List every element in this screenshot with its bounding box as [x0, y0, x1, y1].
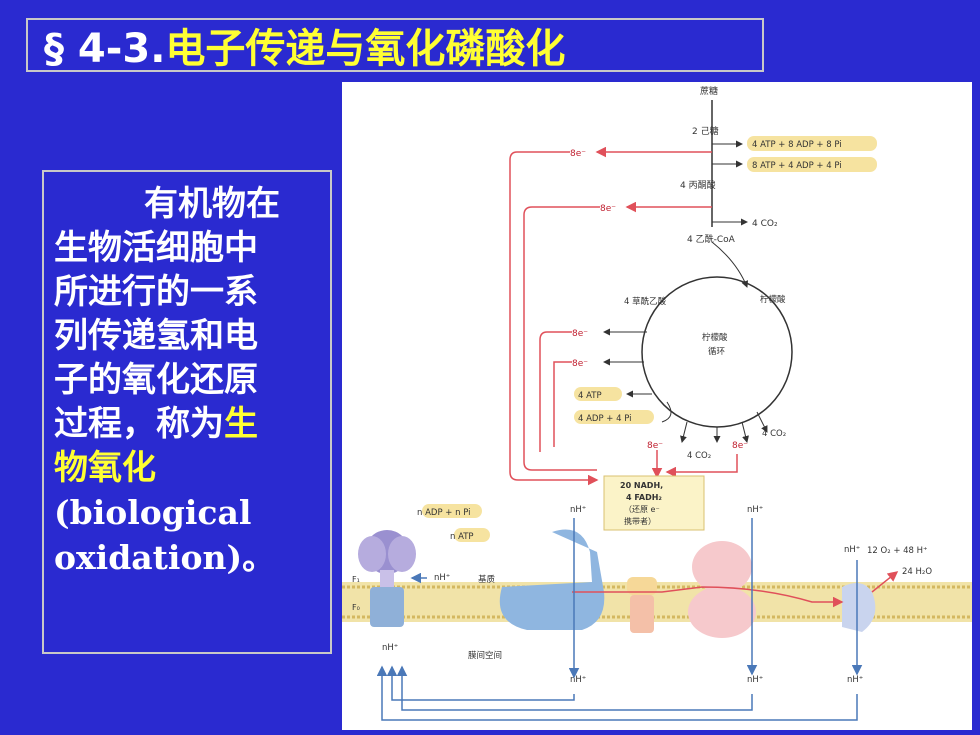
- nh-label-7: nH⁺: [747, 675, 763, 685]
- nadh-box: [603, 475, 705, 531]
- co2-label-3: 4 CO₂: [762, 429, 786, 439]
- e-label-3: 8e⁻: [572, 329, 588, 339]
- nadp-label: n ADP + n Pi: [417, 508, 471, 518]
- citrate-label: 柠檬酸: [760, 294, 786, 305]
- e-label-6: 8e⁻: [732, 441, 748, 451]
- cycle-label-2: 循环: [708, 346, 726, 357]
- o2-label: 12 O₂ + 48 H⁺: [867, 546, 928, 556]
- line-7: 物氧化: [54, 448, 156, 488]
- natp-label: n ATP: [450, 532, 474, 542]
- nh-label-5: nH⁺: [382, 643, 398, 653]
- co2-label: 4 CO₂: [752, 219, 778, 229]
- line-1: 有机物在: [144, 184, 280, 224]
- intermembrane-label: 膜间空间: [468, 650, 502, 661]
- nh-label-1: nH⁺: [570, 505, 586, 515]
- definition-text: 有机物在 生物活细胞中 所进行的一系 列传递氢和电 子的氧化还原 过程，称为生 …: [54, 182, 322, 490]
- slide-title: § 4-3.电子传递与氧化磷酸化: [28, 16, 565, 74]
- line-6-text: 过程，称为: [54, 404, 224, 444]
- atp-synthase: [358, 530, 416, 627]
- adp4-label: 4 ADP + 4 Pi: [578, 414, 632, 424]
- nh-label-8: nH⁺: [847, 675, 863, 685]
- co2-label-2: 4 CO₂: [687, 451, 711, 461]
- nh-label-6: nH⁺: [570, 675, 586, 685]
- acetyl-coa-label: 4 乙酰-CoA: [687, 233, 736, 245]
- sucrose-label: 蔗糖: [700, 85, 718, 97]
- f0-label: F₀: [352, 603, 360, 612]
- cycle-label-1: 柠檬酸: [702, 332, 728, 343]
- title-section: § 4-3.: [44, 26, 166, 72]
- atp4-label: 4 ATP: [578, 391, 602, 401]
- line-6: 过程，称为生: [54, 402, 322, 446]
- nh-label-2: nH⁺: [747, 505, 763, 515]
- complex-iii: [688, 541, 756, 638]
- e-label-4: 8e⁻: [572, 359, 588, 369]
- e-label-1: 8e⁻: [570, 149, 586, 159]
- complex-iv: [842, 583, 876, 632]
- oxaloacetate-label: 4 草酰乙酸: [624, 296, 667, 307]
- english-term-2: oxidation)。: [54, 538, 276, 577]
- line-5: 子的氧化还原: [54, 360, 258, 400]
- e-label-5: 8e⁻: [647, 441, 663, 451]
- english-term-1: (biological: [54, 493, 252, 532]
- line-6-highlight: 生: [224, 404, 258, 444]
- definition-box: 有机物在 生物活细胞中 所进行的一系 列传递氢和电 子的氧化还原 过程，称为生 …: [42, 170, 332, 654]
- nadh-line-4: 携带者）: [624, 516, 656, 526]
- h2o-label: 24 H₂O: [902, 567, 932, 577]
- e-label-2: 8e⁻: [600, 204, 616, 214]
- diagram-svg: 蔗糖 2 己糖 4 ATP + 8 ADP + 8 Pi 8 ATP + 4 A…: [342, 85, 972, 721]
- title-text: 电子传递与氧化磷酸化: [165, 26, 566, 72]
- line-2: 生物活细胞中: [54, 228, 258, 268]
- nadh-line-2: 4 FADH₂: [626, 493, 662, 502]
- line-4: 列传递氢和电: [54, 316, 258, 356]
- nh-label-4: nH⁺: [434, 573, 450, 583]
- atp-adp-pi-label: 4 ATP + 8 ADP + 8 Pi: [752, 140, 842, 150]
- complex-ii: [627, 577, 657, 595]
- matrix-label: 基质: [478, 574, 496, 585]
- eight-atp-label: 8 ATP + 4 ADP + 4 Pi: [752, 161, 842, 171]
- oxidation-diagram: 蔗糖 2 己糖 4 ATP + 8 ADP + 8 Pi 8 ATP + 4 A…: [342, 82, 972, 730]
- hexose-label: 2 己糖: [692, 125, 719, 137]
- line-3: 所进行的一系: [54, 272, 258, 312]
- pyruvate-label: 4 丙酮酸: [680, 180, 716, 191]
- f1-label: F₁: [352, 575, 360, 584]
- nh-label-3: nH⁺: [844, 545, 860, 555]
- nadh-line-3: （还原 e⁻: [624, 504, 660, 514]
- title-box: § 4-3.电子传递与氧化磷酸化: [26, 18, 764, 72]
- complex-i: [499, 529, 605, 630]
- nadh-line-1: 20 NADH,: [620, 481, 663, 490]
